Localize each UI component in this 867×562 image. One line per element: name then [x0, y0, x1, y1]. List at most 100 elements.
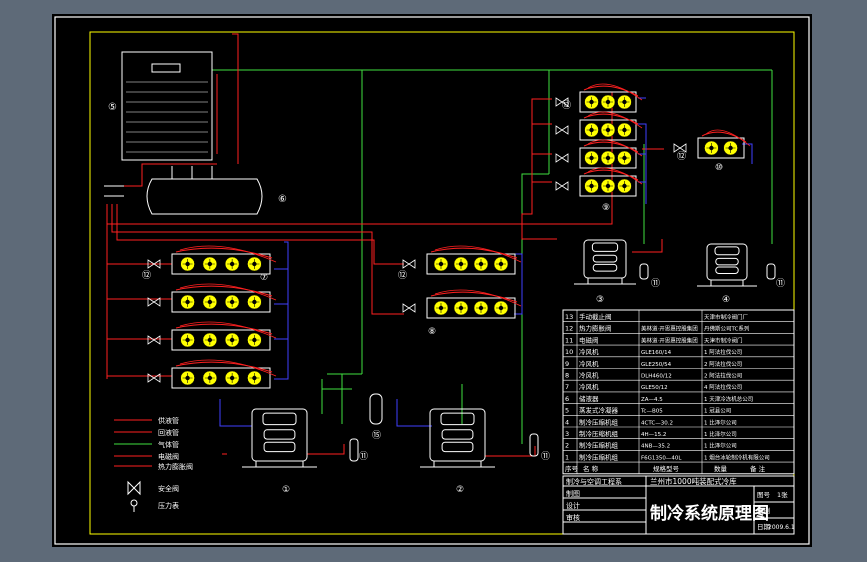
fan-icon	[180, 256, 195, 272]
check-label: 审核	[566, 513, 580, 522]
fan-icon	[600, 150, 616, 166]
evaporator-unit	[402, 289, 522, 319]
cell-no: 2	[565, 442, 569, 450]
fan-icon	[247, 370, 262, 386]
valve-icon	[147, 335, 161, 345]
legend-label-txv: 热力膨胀阀	[158, 462, 193, 471]
fan-icon	[584, 150, 599, 166]
cell-model: DLH460/12	[641, 374, 672, 380]
label-comp-3: ③	[596, 295, 604, 305]
cell-no: 10	[565, 348, 573, 356]
evaporator-unit	[147, 359, 277, 389]
valve-icon	[555, 181, 569, 191]
valve-icon	[555, 97, 569, 107]
cell-no: 12	[565, 325, 573, 333]
label-txv-12c: ⑫	[562, 100, 571, 111]
scale-label: 比例	[757, 506, 770, 515]
company-name: 制冷与空调工程系	[566, 477, 622, 486]
label-receiver: ⑥	[278, 194, 287, 205]
fan-icon	[493, 256, 509, 272]
label-evap-10: ⑩	[715, 163, 723, 173]
cell-name: 电磁阀	[579, 335, 599, 344]
evaporator-unit	[555, 111, 643, 141]
cell-no: 8	[565, 372, 569, 380]
drain-piping	[219, 97, 753, 427]
cell-maker: 1 烟台冰轮制冷机有限公司	[704, 453, 770, 461]
fan-icon	[453, 300, 469, 316]
valve-icon	[147, 259, 161, 269]
fan-icon	[180, 294, 195, 310]
valve-icon	[402, 303, 416, 313]
fan-icon	[600, 94, 616, 110]
label-evap-9: ⑨	[602, 203, 610, 213]
evaporator-unit	[402, 245, 522, 275]
cell-maker: 1 比泽尔公司	[704, 430, 737, 438]
liquid-manifold	[104, 185, 124, 197]
label-comp-1: ①	[282, 485, 290, 495]
fan-icon	[433, 256, 449, 272]
label-txv-12d: ⑫	[677, 151, 686, 162]
cell-no: 13	[565, 313, 573, 321]
valve-icon	[402, 259, 416, 269]
cell-no: 9	[565, 360, 569, 368]
cell-model: GLE50/12	[641, 385, 668, 391]
cell-no: 7	[565, 383, 569, 391]
cell-no: 1	[565, 453, 569, 461]
legend: 供液管 回液管 气体管 电磁阀 热力膨胀阀 安全阀 压力表	[114, 416, 193, 512]
cell-maker: 1 比泽尔公司	[704, 442, 737, 450]
compressor-unit	[420, 408, 495, 468]
liquid-receiver	[146, 166, 263, 215]
label-valve-11a: ⑪	[359, 451, 368, 462]
fan-icon	[247, 332, 262, 348]
fan-icon	[600, 178, 616, 194]
fan-icon	[224, 370, 240, 386]
fan-icon	[224, 256, 240, 272]
cell-name: 热力膨胀阀	[579, 324, 612, 333]
fan-icon	[704, 140, 719, 156]
evaporator-unit	[673, 129, 751, 159]
legend-label-return: 回液管	[158, 428, 179, 437]
title-block: 制冷与空调工程系 兰州市1000吨装配式冷库 制图 设计 审核 制冷系统原理图 …	[562, 475, 795, 535]
header-cell: 数量	[714, 464, 728, 473]
cell-name: 手动截止阀	[579, 312, 612, 321]
fan-icon	[584, 94, 599, 110]
fan-icon	[224, 294, 240, 310]
valve-icon	[673, 143, 687, 153]
legend-label-gauge: 压力表	[158, 501, 179, 510]
cell-model: 4CTC—30.2	[641, 420, 673, 426]
compressor-unit	[242, 408, 317, 468]
table-header: 序号名 称规格型号数量备 注	[565, 464, 766, 473]
cell-maker: 4 阿法拉伐公司	[704, 383, 742, 391]
fan-icon	[600, 122, 616, 138]
fan-icon	[180, 332, 195, 348]
sheet-border	[54, 16, 810, 545]
drawn-label: 制图	[566, 489, 580, 498]
fan-icon	[202, 294, 218, 310]
label-evap-8: ⑧	[428, 327, 436, 337]
cell-no: 11	[565, 336, 573, 344]
label-comp-4: ④	[722, 295, 730, 305]
fan-icon	[584, 178, 599, 194]
cell-maker: 2 阿法拉伐公司	[704, 372, 742, 380]
cell-model: F6G1350—40L	[641, 455, 682, 461]
cell-model: GLE160/14	[641, 350, 672, 356]
valve-icon	[555, 125, 569, 135]
legend-label-supply: 供液管	[158, 416, 179, 425]
label-valve-11c: ⑪	[651, 278, 660, 289]
fan-icon	[473, 300, 489, 316]
evaporator-unit	[147, 321, 277, 351]
evaporator-unit	[555, 83, 643, 113]
fan-icon	[247, 256, 262, 272]
fan-icon	[584, 122, 599, 138]
evaporator-unit	[555, 139, 643, 169]
